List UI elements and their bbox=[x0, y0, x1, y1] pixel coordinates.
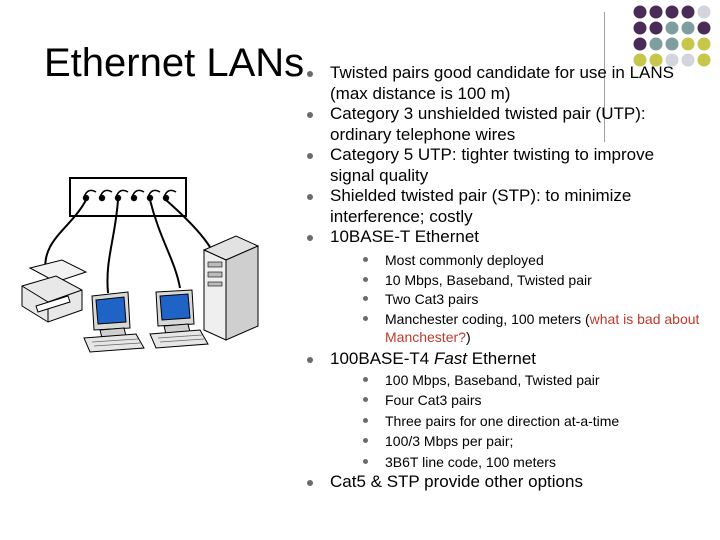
sub-list-item: Most commonly deployed bbox=[363, 251, 705, 269]
sub-bullet-text: 100/3 Mbps per pair; bbox=[385, 433, 514, 449]
list-item: Category 3 unshielded twisted pair (UTP)… bbox=[307, 104, 700, 145]
computer-icon bbox=[149, 289, 209, 349]
sub-bullet-text: Two Cat3 pairs bbox=[385, 291, 479, 307]
bullet-text: 10BASE-T Ethernet bbox=[330, 227, 479, 246]
list-item: 10BASE-T Ethernet bbox=[307, 227, 700, 248]
sub-list-item: 100/3 Mbps per pair; bbox=[363, 432, 705, 450]
bullet-icon bbox=[363, 316, 368, 321]
network-illustration bbox=[21, 177, 260, 353]
manchester-text: Manchester coding, 100 meters ( bbox=[385, 311, 590, 327]
decorative-dot bbox=[665, 53, 679, 67]
decorative-dot bbox=[681, 5, 695, 19]
sub-bullet-text: Manchester coding, 100 meters (what is b… bbox=[385, 310, 705, 346]
bullet-icon bbox=[363, 257, 368, 262]
bullet-icon bbox=[363, 377, 368, 382]
bullet-icon bbox=[363, 397, 368, 402]
hub-icon bbox=[69, 177, 187, 217]
bullet-icon bbox=[307, 235, 313, 241]
decorative-dot bbox=[681, 53, 695, 67]
printer-icon bbox=[21, 259, 88, 323]
bullet-icon bbox=[363, 296, 368, 301]
bullet-icon bbox=[307, 112, 313, 118]
decorative-dot bbox=[681, 37, 695, 51]
bullet-icon bbox=[363, 418, 368, 423]
list-item: Category 5 UTP: tighter twisting to impr… bbox=[307, 145, 700, 186]
decorative-dot bbox=[649, 53, 663, 67]
sub-bullet-text: 100 Mbps, Baseband, Twisted pair bbox=[385, 372, 600, 388]
decorative-dot bbox=[665, 5, 679, 19]
bullet-icon bbox=[363, 438, 368, 443]
bullet-icon bbox=[307, 153, 313, 159]
bullet-icon bbox=[307, 71, 313, 77]
bullet-text: Cat5 & STP provide other options bbox=[330, 472, 583, 491]
decorative-dot bbox=[697, 53, 711, 67]
sub-list-item: 10 Mbps, Baseband, Twisted pair bbox=[363, 271, 705, 289]
bullet-icon bbox=[307, 357, 313, 363]
sub-bullet-text: Most commonly deployed bbox=[385, 252, 544, 268]
closing-paren: ) bbox=[465, 329, 471, 345]
bullet-icon bbox=[363, 459, 368, 464]
bullet-text: Shielded twisted pair (STP): to minimize… bbox=[330, 186, 632, 226]
manchester-question: what is bad about Manchester? bbox=[385, 311, 700, 345]
fast-ethernet-prefix: 100BASE-T4 bbox=[330, 349, 434, 368]
bullet-icon bbox=[307, 480, 313, 486]
decorative-dot bbox=[681, 21, 695, 35]
sub-list-item: Three pairs for one direction at-a-time bbox=[363, 412, 705, 430]
decorative-dot bbox=[649, 37, 663, 51]
list-item: Twisted pairs good candidate for use in … bbox=[307, 63, 700, 104]
decorative-dot bbox=[633, 53, 647, 67]
sub-bullet-text: 3B6T line code, 100 meters bbox=[385, 454, 556, 470]
bullet-text: Twisted pairs good candidate for use in … bbox=[330, 63, 674, 103]
sub-bullet-text: Four Cat3 pairs bbox=[385, 392, 482, 408]
decorative-dot bbox=[649, 5, 663, 19]
fast-word: Fast bbox=[433, 349, 468, 368]
bullet-text: Category 5 UTP: tighter twisting to impr… bbox=[330, 145, 655, 185]
decorative-dot bbox=[633, 37, 647, 51]
decorative-dot bbox=[697, 37, 711, 51]
sub-list-item: Two Cat3 pairs bbox=[363, 290, 705, 308]
bullet-text: 100BASE-T4 Fast Ethernet bbox=[330, 349, 700, 370]
list-item: Cat5 & STP provide other options bbox=[307, 472, 700, 493]
computer-icon bbox=[83, 291, 145, 353]
sub-bullet-text: 10 Mbps, Baseband, Twisted pair bbox=[385, 272, 592, 288]
fast-ethernet-suffix: Ethernet bbox=[467, 349, 537, 368]
slide-title: Ethernet LANs bbox=[44, 41, 305, 85]
sub-list-item: Four Cat3 pairs bbox=[363, 391, 705, 409]
list-item: Shielded twisted pair (STP): to minimize… bbox=[307, 186, 700, 227]
server-tower-icon bbox=[202, 235, 260, 341]
decorative-dot bbox=[697, 21, 711, 35]
decorative-dot bbox=[697, 5, 711, 19]
divider-line bbox=[604, 12, 605, 142]
decorative-dot bbox=[633, 21, 647, 35]
bullet-icon bbox=[363, 277, 368, 282]
decorative-dot bbox=[665, 21, 679, 35]
sub-bullet-text: Three pairs for one direction at-a-time bbox=[385, 413, 620, 429]
decorative-dot bbox=[665, 37, 679, 51]
decorative-dot bbox=[633, 5, 647, 19]
bullet-icon bbox=[307, 194, 313, 200]
list-item: 100BASE-T4 Fast Ethernet bbox=[307, 349, 700, 370]
decorative-dot-grid bbox=[633, 5, 711, 67]
sub-list-item: 100 Mbps, Baseband, Twisted pair bbox=[363, 371, 705, 389]
sub-list-item: Manchester coding, 100 meters (what is b… bbox=[363, 310, 705, 346]
bullet-text: Category 3 unshielded twisted pair (UTP)… bbox=[330, 104, 646, 144]
sub-list-item: 3B6T line code, 100 meters bbox=[363, 453, 705, 471]
decorative-dot bbox=[649, 21, 663, 35]
